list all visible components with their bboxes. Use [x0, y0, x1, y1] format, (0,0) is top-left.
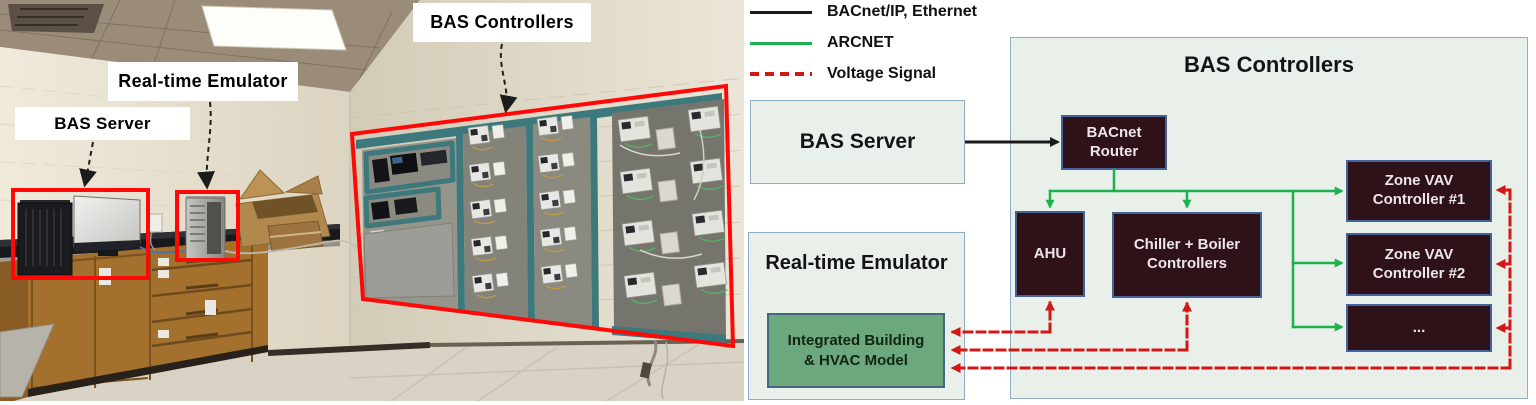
- red-box-rt-emulator: [175, 190, 240, 262]
- node-chiller-boiler: Chiller + Boiler Controllers: [1112, 212, 1262, 298]
- node-ahu: AHU: [1015, 211, 1085, 297]
- floor: [0, 339, 744, 405]
- server-tower: [17, 200, 73, 276]
- photo-label-bas-controllers: BAS Controllers: [413, 3, 591, 42]
- bas-controllers-title: BAS Controllers: [1184, 52, 1354, 77]
- cardboard-boxes: [235, 169, 331, 252]
- node-zone-vav-more: ...: [1346, 304, 1492, 352]
- red-box-bas-controllers: [349, 83, 736, 349]
- emulator-tower: [185, 196, 226, 260]
- legend-label: BACnet/IP, Ethernet: [827, 3, 977, 20]
- node-bacnet-router: BACnet Router: [1061, 115, 1167, 170]
- controllers-panel: [356, 93, 729, 400]
- lab-photo-scene: [0, 0, 744, 405]
- bacnet-line-swatch: [750, 10, 812, 14]
- photo-label-bas-server: BAS Server: [15, 107, 190, 140]
- legend-item-arcnet: ARCNET: [750, 33, 894, 53]
- ceiling: [0, 0, 420, 92]
- legend-label: Voltage Signal: [827, 65, 937, 82]
- label-arrows: [79, 43, 518, 190]
- photo-label-rt-emulator: Real-time Emulator: [108, 62, 298, 101]
- voltage-line-swatch: [750, 72, 812, 76]
- bas-server-label: BAS Server: [799, 130, 916, 153]
- legend-label: ARCNET: [827, 34, 894, 51]
- monitor: [73, 195, 141, 256]
- legend-item-voltage: Voltage Signal: [750, 64, 936, 84]
- node-zone-vav-1: Zone VAV Controller #1: [1346, 160, 1492, 222]
- ceiling-vent: [8, 4, 104, 33]
- arcnet-line-swatch: [750, 41, 812, 45]
- container-bas-server: BAS Server: [750, 100, 965, 184]
- wall-outlet: [147, 213, 163, 251]
- lab-photo: BAS Server Real-time Emulator BAS Contro…: [0, 0, 744, 405]
- node-zone-vav-2: Zone VAV Controller #2: [1346, 233, 1492, 296]
- rt-emulator-label: Real-time Emulator: [765, 252, 948, 274]
- ceiling-light: [201, 5, 347, 51]
- red-box-bas-server: [11, 188, 150, 280]
- legend-item-bacnet: BACnet/IP, Ethernet: [750, 2, 977, 22]
- node-integrated-model: Integrated Building & HVAC Model: [767, 313, 945, 388]
